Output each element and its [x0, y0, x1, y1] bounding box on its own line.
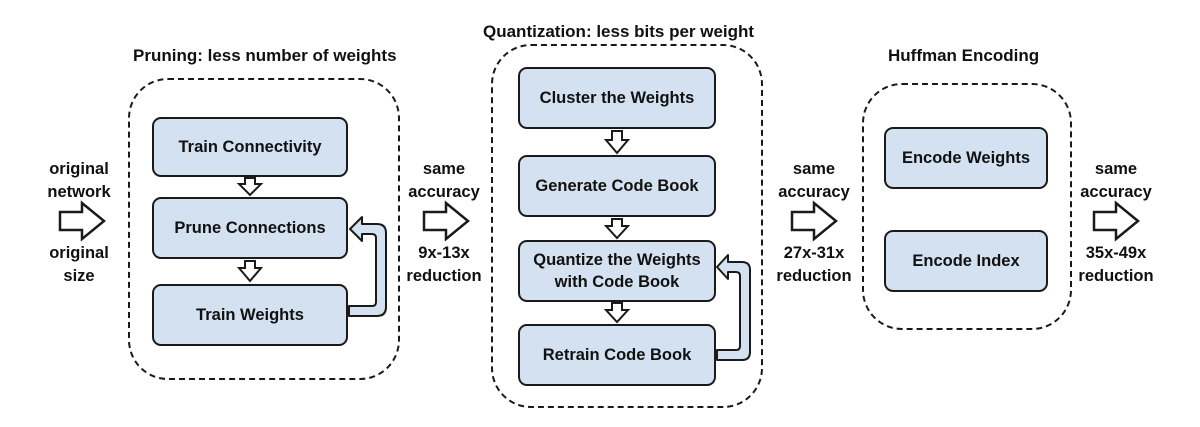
pruning-result-line1: same	[422, 160, 466, 178]
input-label-line2: network	[47, 183, 111, 201]
quantization-result-line2: accuracy	[778, 183, 850, 201]
quantize-weights-line1: Quantize the Weights	[533, 251, 701, 269]
quantization-result-line4: reduction	[776, 267, 852, 285]
retrain-code-book-box: Retrain Code Book	[518, 324, 716, 386]
huffman-title: Huffman Encoding	[888, 46, 1040, 65]
input-label-line4: size	[63, 267, 95, 285]
quantization-right-arrow-icon	[790, 200, 838, 242]
quantization-title: Quantization: less bits per weight	[483, 22, 755, 41]
encode-weights-box: Encode Weights	[884, 127, 1048, 189]
cluster-weights-box: Cluster the Weights	[518, 67, 716, 129]
pruning-right-arrow-icon	[422, 200, 470, 242]
quantize-weights-box: Quantize the Weights with Code Book	[518, 240, 716, 302]
huffman-result-line2: accuracy	[1080, 183, 1152, 201]
train-weights-box: Train Weights	[152, 284, 348, 346]
pruning-title: Pruning: less number of weights	[133, 46, 397, 65]
quantization-down-arrow-2-icon	[603, 218, 631, 240]
quantization-down-arrow-3-icon	[603, 302, 631, 324]
encode-index-box: Encode Index	[884, 230, 1048, 292]
quantization-result-line1: same	[792, 160, 836, 178]
huffman-right-arrow-icon	[1092, 200, 1140, 242]
quantization-down-arrow-1-icon	[603, 130, 631, 155]
prune-connections-box: Prune Connections	[152, 197, 348, 259]
pruning-result-line4: reduction	[406, 267, 482, 285]
quantize-weights-line2: with Code Book	[554, 273, 680, 291]
huffman-result-line1: same	[1094, 160, 1138, 178]
input-right-arrow-icon	[58, 200, 106, 242]
quantization-result-line3: 27x-31x	[783, 244, 845, 262]
quantization-feedback-loop-arrow-icon	[716, 254, 751, 361]
pruning-down-arrow-1-icon	[236, 177, 264, 197]
input-label-line1: original	[49, 160, 109, 178]
quantization-group	[491, 44, 763, 408]
generate-code-book-box: Generate Code Book	[518, 155, 716, 217]
pruning-result-line2: accuracy	[408, 183, 480, 201]
huffman-group	[862, 83, 1072, 330]
pruning-group	[128, 78, 400, 380]
huffman-result-line3: 35x-49x	[1085, 244, 1147, 262]
pruning-result-line3: 9x-13x	[418, 244, 470, 262]
huffman-result-line4: reduction	[1078, 267, 1154, 285]
pruning-feedback-loop-arrow-icon	[348, 216, 387, 317]
pruning-down-arrow-2-icon	[236, 260, 264, 283]
input-label-line3: original	[49, 244, 109, 262]
train-connectivity-box: Train Connectivity	[152, 117, 348, 177]
